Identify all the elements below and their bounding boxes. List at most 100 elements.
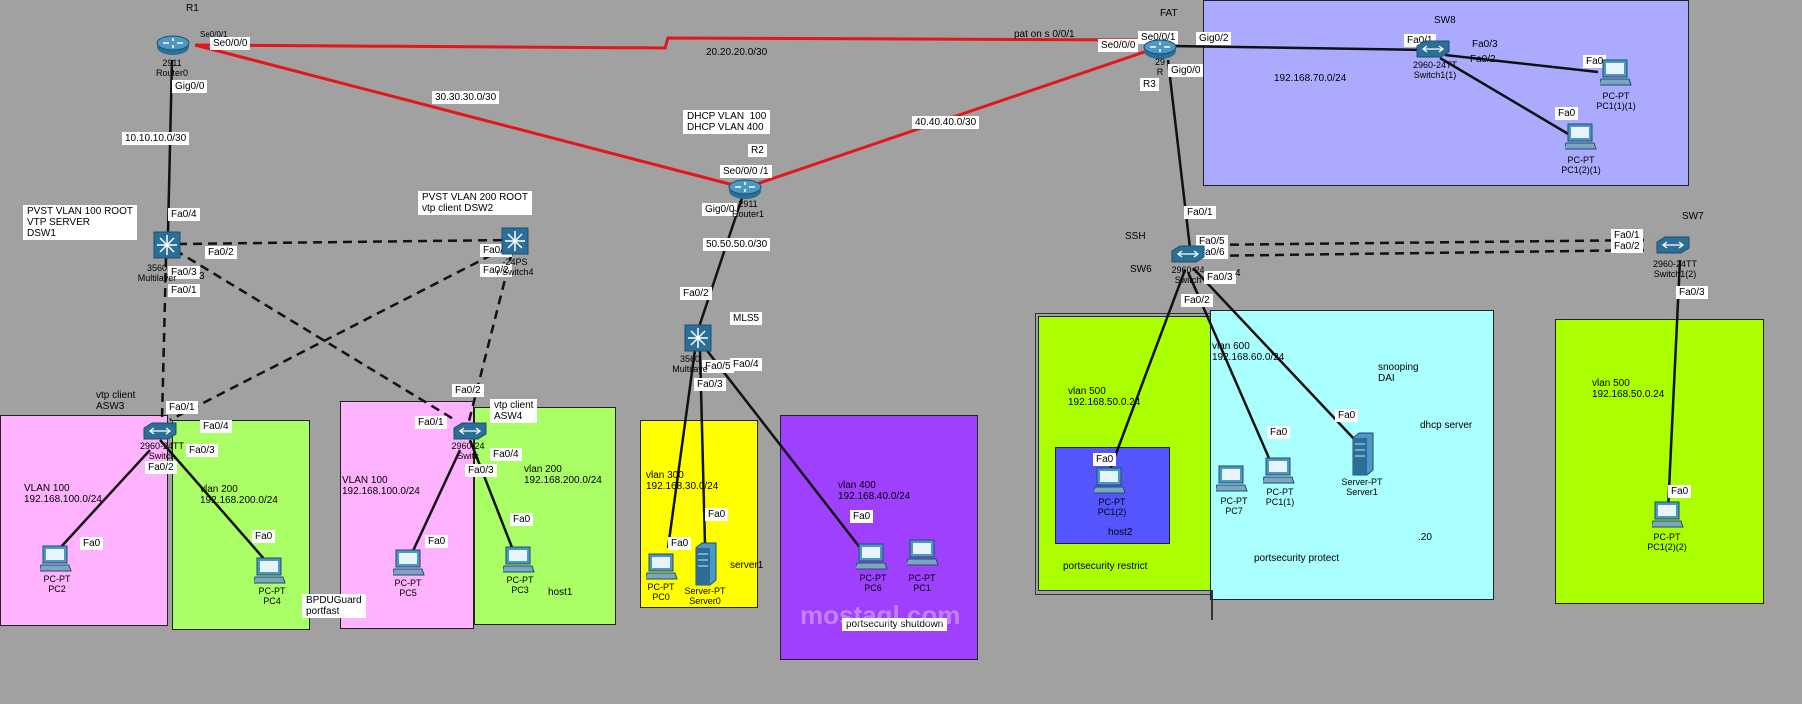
title-mls5: MLS5	[730, 312, 763, 325]
server1-label: Server-PT Server1	[1341, 477, 1383, 497]
router0-label: 2911 Router0	[155, 58, 189, 78]
link-fat-sw8[interactable]	[1169, 44, 1431, 52]
port-server0-fa0: Fa0	[705, 508, 729, 521]
pc1-2-1-label: PC-PT PC1(2)(1)	[1561, 155, 1601, 175]
asw3-label: 2960-24TT Switch	[139, 441, 185, 461]
subnet-30: 30.30.30.0/30	[432, 91, 500, 104]
note-snooping: snooping DAI	[1378, 362, 1419, 384]
asw4-label: 2960-24 Switc	[451, 441, 485, 461]
link-r2-mls5[interactable]	[696, 197, 744, 331]
note-portsecurity-restrict: portsecurity restrict	[1063, 561, 1148, 572]
sw6-label: 2960-24 Switch	[1171, 265, 1205, 285]
port-sw7-fa03: Fa0/3	[1676, 286, 1708, 299]
dsw2-label: -24PS r Switch4	[496, 257, 534, 277]
pc3-label: PC-PT PC3	[506, 575, 534, 595]
mls5-label: 3560 Multilaye	[672, 354, 708, 374]
trunk-dsw2-asw3[interactable]	[169, 246, 506, 422]
port-fat-se000: Se0/0/0	[1098, 39, 1139, 52]
link-mls5-pc6[interactable]	[704, 347, 869, 559]
title-sw7: SW7	[1682, 211, 1704, 222]
title-r3: R3	[1140, 78, 1159, 91]
title-fat: FAT	[1160, 8, 1178, 19]
note-host1: host1	[548, 587, 573, 598]
pc6-label: PC-PT PC6	[859, 573, 887, 593]
port-fat-gig02: Gig0/2	[1196, 32, 1232, 45]
port-sw8-fa02: Fa0/2	[1470, 54, 1496, 65]
note-vlan600: vlan 600 192.168.60.0/24	[1212, 341, 1285, 363]
port-dsw1-fa04: Fa0/4	[168, 208, 200, 221]
watermark: mostaql.com	[800, 600, 961, 630]
note-host2: host2	[1108, 527, 1133, 538]
link-sw6-pc12[interactable]	[1103, 269, 1187, 484]
subnet-50: 50.50.50.0/30	[703, 238, 771, 251]
note-vlan300: vlan 300 192.168.30.0/24	[646, 470, 719, 492]
link-sw8-pc11[interactable]	[1444, 53, 1599, 74]
note-vlan200-left: vlan 200 192.168.200.0/24	[200, 484, 278, 506]
trunk-dsw1-dsw2[interactable]	[177, 238, 511, 246]
port-pc0-fa0: Fa0	[668, 537, 692, 550]
area-vlan600	[1210, 310, 1494, 600]
port-pc12b-fa0: Fa0	[1093, 453, 1117, 466]
subnet-20: 20.20.20.0/30	[706, 47, 768, 58]
port-mls5-fa04: Fa0/4	[730, 358, 762, 371]
port-asw4-fa01: Fa0/1	[415, 416, 447, 429]
port-asw3-fa01: Fa0/1	[166, 401, 198, 414]
port-pc3-fa0: Fa0	[510, 513, 534, 526]
port-server1-fa0: Fa0	[1335, 409, 1359, 422]
port-r2-gig: Gig0/0	[702, 203, 738, 216]
note-vlan500: vlan 500 192.168.50.0.24	[1068, 386, 1141, 408]
link-asw4-pc3[interactable]	[468, 439, 515, 551]
note-asw3: vtp client ASW3	[96, 390, 136, 412]
port-dsw1-fa02: Fa0/2	[205, 246, 237, 259]
note-dhcp-server: dhcp server	[1420, 420, 1473, 431]
port-sw6-fa01: Fa0/1	[1184, 206, 1216, 219]
port-asw3-fa02: Fa0/2	[145, 461, 177, 474]
note-vlan100-mid: VLAN 100 192.168.100.0/24	[342, 475, 420, 497]
pc1-label: PC-PT PC1	[908, 573, 936, 593]
link-r1-dsw1[interactable]	[166, 59, 174, 233]
port-r2-se: Se0/0/0 /1	[720, 165, 772, 178]
link-sw6-server1[interactable]	[1192, 267, 1356, 441]
note-vlan400: vlan 400 192.168.40.0/24	[838, 480, 911, 502]
dsw1-label-suffix: 3	[199, 271, 205, 282]
link-sw8-pc12[interactable]	[1439, 56, 1571, 137]
link-asw3-pc2[interactable]	[59, 449, 151, 549]
serial-link-r1-r2[interactable]	[194, 43, 746, 190]
link-asw3-pc4[interactable]	[159, 439, 266, 561]
port-sw6-fa03: Fa0/3	[1204, 271, 1236, 284]
pc0-label: PC-PT PC0	[647, 582, 675, 602]
port-mls5-fa05: Fa0/5	[702, 360, 734, 373]
link-fat-sw6[interactable]	[1166, 59, 1192, 249]
title-r2: R2	[748, 144, 767, 157]
note-portsecurity-shutdown: portsecurity shutdown	[842, 618, 948, 631]
trunk-sw6-sw7-b[interactable]	[1199, 248, 1651, 258]
note-dsw1: PVST VLAN 100 ROOT VTP SERVER DSW1	[23, 205, 137, 240]
note-dot20: .20	[1418, 532, 1432, 543]
area-sw8	[1203, 0, 1689, 186]
trunk-sw6-sw7-a[interactable]	[1199, 238, 1651, 247]
note-dhcp: DHCP VLAN 100 DHCP VLAN 400	[683, 110, 771, 134]
subnet-40: 40.40.40.0/30	[912, 116, 980, 129]
port-pc6-fa0: Fa0	[850, 510, 874, 523]
pc1-1-1-label: PC-PT PC1(1)(1)	[1596, 91, 1636, 111]
link-sw7-pc122[interactable]	[1666, 259, 1682, 511]
area-vlan200-mid	[474, 407, 616, 625]
trunk-dsw1-asw3[interactable]	[160, 257, 168, 421]
trunk-dsw1-asw4[interactable]	[174, 248, 456, 422]
port-mls5-fa03: Fa0/3	[694, 378, 726, 391]
serial-link-r1-fat[interactable]	[194, 36, 1151, 50]
port-sw8-fa03: Fa0/3	[1472, 39, 1498, 50]
port-sw6-fa04: 4	[1235, 268, 1241, 279]
pc2-label: PC-PT PC2	[43, 574, 71, 594]
port-pc11-fa0: Fa0	[1583, 55, 1607, 68]
port-pc122-fa0: Fa0	[1668, 485, 1692, 498]
link-asw4-pc5[interactable]	[410, 449, 462, 554]
switch1-1-label: 2960-24TT Switch1(1)	[1412, 60, 1458, 80]
server0-label: Server-PT Server0	[684, 586, 726, 606]
port-pc11b-fa0: Fa0	[1267, 426, 1291, 439]
note-net-70: 192.168.70.0/24	[1274, 73, 1347, 84]
link-mls5-pc0[interactable]	[666, 349, 697, 549]
port-r1-se001: Se0/0/1	[200, 30, 228, 39]
